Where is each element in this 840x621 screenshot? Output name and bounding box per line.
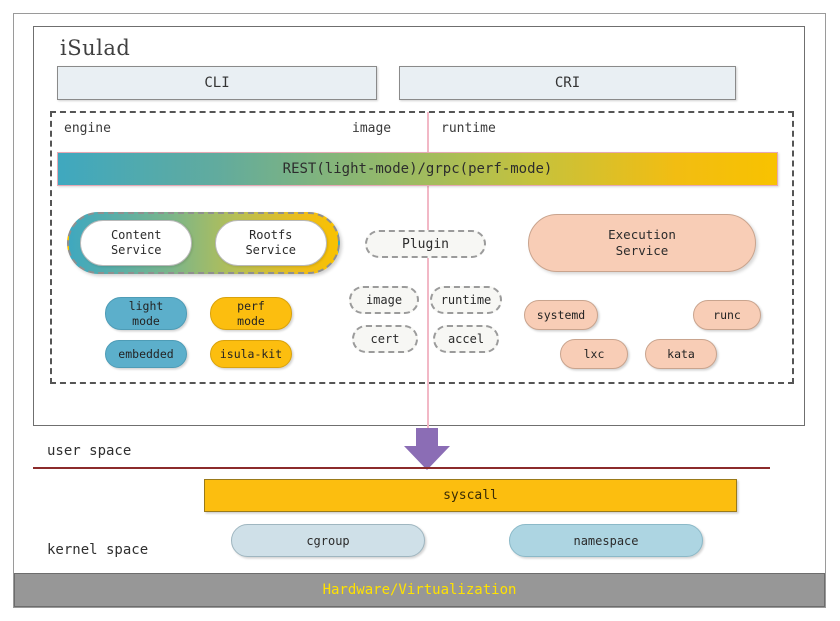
kernel-feature-namespace[interactable]: namespace [509,524,703,557]
content-service-box[interactable]: Content Service [80,220,193,266]
pill-runc[interactable]: runc [693,300,761,330]
vertical-divider-line [427,112,429,429]
pill-lxc[interactable]: lxc [560,339,628,369]
pill-kata[interactable]: kata [645,339,717,369]
user-space-label: user space [47,443,132,459]
pill-isula-kit[interactable]: isula-kit [210,340,292,368]
content-service-line2: Service [110,243,162,257]
plugin-item-runtime[interactable]: runtime [430,286,502,314]
column-label-engine: engine [64,121,111,136]
plugin-group-label[interactable]: Plugin [365,230,486,258]
hardware-virtualization-bar: Hardware/Virtualization [14,573,825,607]
rootfs-service-line2: Service [245,243,297,257]
cli-box[interactable]: CLI [57,66,377,100]
down-arrow-icon [404,428,450,470]
plugin-item-accel[interactable]: accel [433,325,499,353]
arrow-head [404,446,450,470]
pill-light-mode-line1: light [128,299,164,314]
pill-light-mode[interactable]: light mode [105,297,187,330]
pill-light-mode-line2: mode [132,313,160,328]
plugin-item-image[interactable]: image [349,286,419,314]
page-title: iSulad [60,36,131,60]
rootfs-service-box[interactable]: Rootfs Service [214,220,327,266]
rootfs-service-line1: Rootfs [249,228,293,242]
pill-embedded[interactable]: embedded [105,340,187,368]
syscall-bar[interactable]: syscall [204,479,737,512]
execution-service-line2: Service [615,243,669,258]
execution-service-line1: Execution [608,226,676,242]
kernel-space-label: kernel space [47,542,149,558]
arrow-stem [416,428,438,448]
column-label-runtime: runtime [441,121,496,136]
execution-service-box[interactable]: Execution Service [528,214,756,272]
pill-perf-mode[interactable]: perf mode [210,297,292,330]
pill-perf-mode-line2: mode [237,313,265,328]
pill-perf-mode-line1: perf [237,299,265,314]
kernel-feature-cgroup[interactable]: cgroup [231,524,425,557]
pill-systemd[interactable]: systemd [524,300,598,330]
user-kernel-divider [33,467,770,469]
plugin-item-cert[interactable]: cert [352,325,418,353]
cri-box[interactable]: CRI [399,66,736,100]
service-capsule-group: Content Service Rootfs Service [67,212,340,274]
content-service-line1: Content [110,228,162,242]
column-label-image: image [352,121,392,136]
rest-grpc-bar[interactable]: REST(light-mode)/grpc(perf-mode) [57,152,778,186]
